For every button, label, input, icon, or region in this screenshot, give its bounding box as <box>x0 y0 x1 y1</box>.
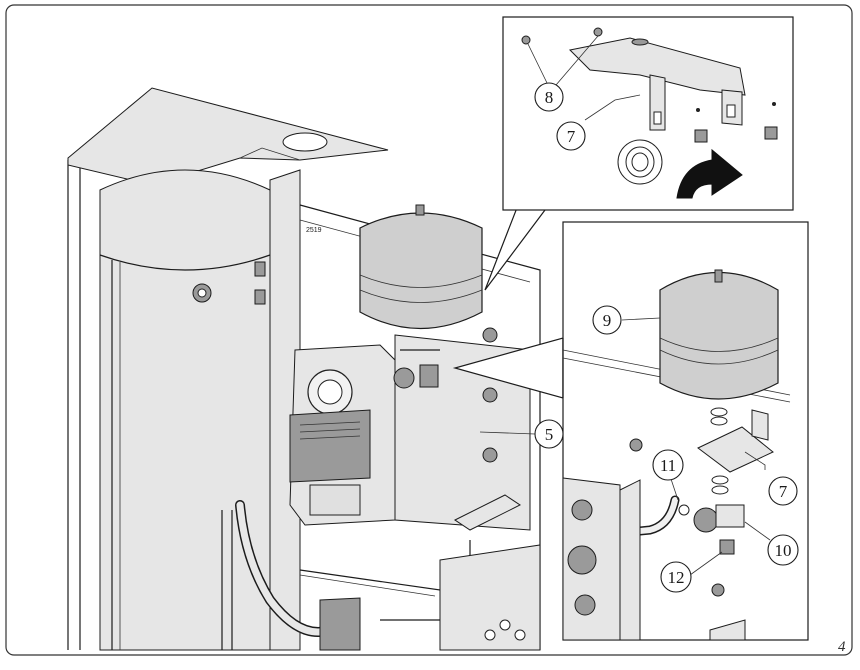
callout-8: 8 <box>534 82 564 112</box>
callout-11: 11 <box>652 449 684 481</box>
callout-7-right-label: 7 <box>779 482 788 501</box>
heat-pump-cabinet: 2519 <box>67 87 541 651</box>
callout-7-right: 7 <box>768 476 798 506</box>
diagram-frame <box>5 4 853 656</box>
callout-12: 12 <box>660 561 692 593</box>
callout-7-top: 7 <box>556 121 586 151</box>
page-number: 4 <box>838 639 846 655</box>
callout-5: 5 <box>534 419 564 449</box>
unit-label: 2519 <box>306 227 322 234</box>
callout-5-label: 5 <box>545 425 554 444</box>
callout-10-label: 10 <box>775 541 792 560</box>
callout-9-label: 9 <box>603 311 612 330</box>
callout-7-top-label: 7 <box>567 127 576 146</box>
callout-12-label: 12 <box>668 568 685 587</box>
bracket-detail-panel <box>484 16 794 291</box>
callout-9: 9 <box>592 305 622 335</box>
callout-10: 10 <box>767 534 799 566</box>
callout-11-label: 11 <box>660 456 676 475</box>
callout-8-label: 8 <box>545 88 554 107</box>
